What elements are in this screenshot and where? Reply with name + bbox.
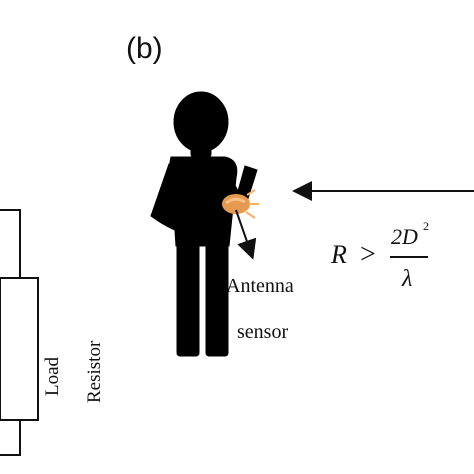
resistor-upper-wire bbox=[0, 209, 21, 278]
formula-exponent: 2 bbox=[423, 219, 429, 233]
formula-denominator: λ bbox=[401, 266, 412, 292]
person-left-arm bbox=[150, 163, 196, 237]
signal-spark-1 bbox=[246, 189, 256, 196]
formula-operator: > bbox=[360, 239, 376, 270]
antenna-sensor-shape bbox=[222, 194, 250, 214]
load-resistor-circuit bbox=[0, 209, 39, 456]
far-field-formula: R > 2D 2 λ bbox=[330, 219, 429, 292]
antenna-sensor bbox=[222, 189, 259, 219]
person-right-leg bbox=[205, 243, 229, 357]
formula-numerator: 2D bbox=[391, 224, 418, 249]
svg-text:Antenna: Antenna bbox=[226, 275, 294, 297]
sensor-pointer-arrow bbox=[235, 209, 257, 260]
person-left-leg bbox=[176, 243, 200, 357]
person-head bbox=[173, 91, 229, 153]
resistor-body bbox=[0, 277, 39, 421]
resistor-label: Load Resistor bbox=[42, 340, 105, 403]
panel-label: (b) bbox=[126, 32, 163, 65]
formula-lhs: R bbox=[330, 240, 347, 269]
antenna-sensor-highlight bbox=[225, 197, 246, 205]
antenna-label: Antenna sensor bbox=[226, 275, 294, 343]
svg-text:sensor: sensor bbox=[237, 321, 288, 343]
svg-text:Resistor: Resistor bbox=[84, 340, 105, 403]
person-neck bbox=[190, 145, 212, 159]
resistor-lower-wire bbox=[0, 420, 21, 456]
svg-text:Load: Load bbox=[42, 356, 63, 396]
signal-spark-3 bbox=[245, 211, 256, 219]
